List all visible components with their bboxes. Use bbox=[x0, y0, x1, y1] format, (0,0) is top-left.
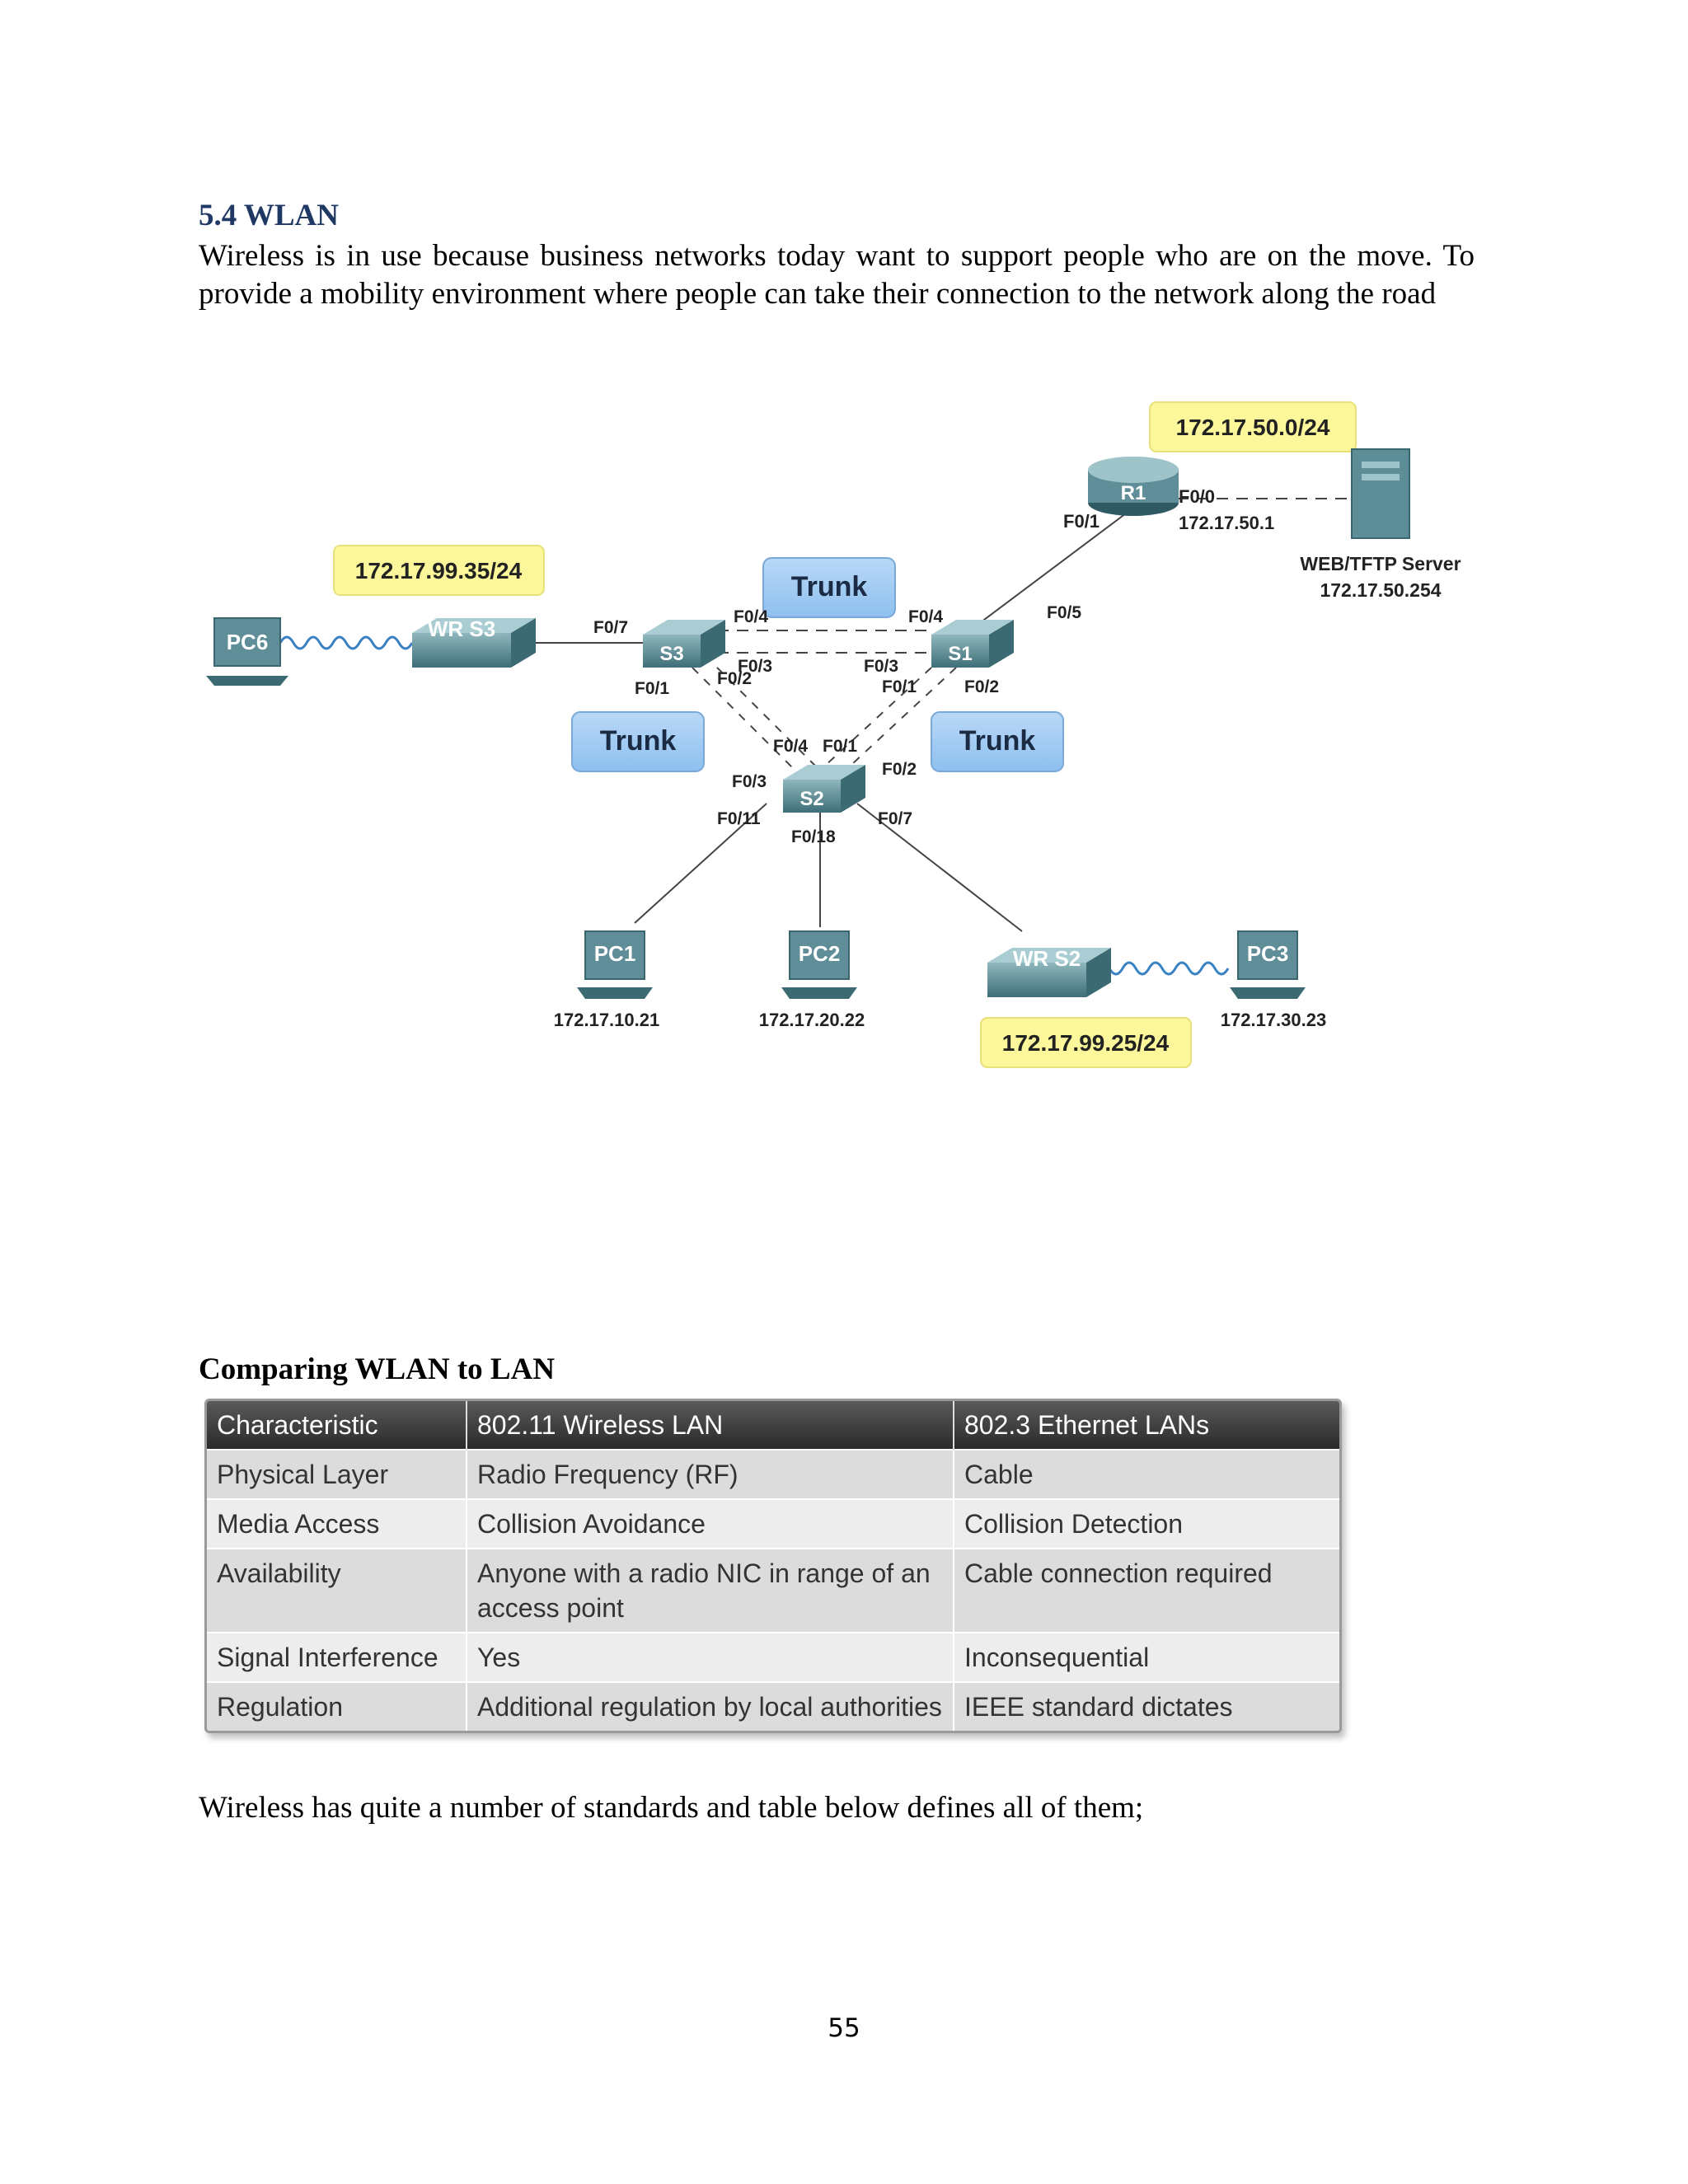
svg-text:172.17.99.25/24: 172.17.99.25/24 bbox=[1002, 1030, 1170, 1056]
column-header: Characteristic bbox=[207, 1401, 467, 1450]
table-row: Availability Anyone with a radio NIC in … bbox=[207, 1548, 1339, 1633]
table-cell: Inconsequential bbox=[954, 1632, 1339, 1682]
svg-text:R1: R1 bbox=[1121, 482, 1146, 504]
svg-text:PC1: PC1 bbox=[594, 941, 636, 966]
port-labels: F0/7 F0/4 F0/4 F0/5 F0/3 F0/2 F0/1 F0/3 … bbox=[593, 603, 1081, 846]
subnet-label-top: 172.17.50.0/24 bbox=[1149, 401, 1357, 452]
pc2-icon: PC2 bbox=[781, 930, 857, 999]
wireless-router-wrs2: WR S2 bbox=[987, 946, 1111, 997]
port-label: F0/4 bbox=[908, 607, 943, 626]
svg-text:S3: S3 bbox=[659, 643, 683, 665]
table-cell: IEEE standard dictates bbox=[954, 1681, 1339, 1731]
closing-paragraph: Wireless has quite a number of standards… bbox=[199, 1791, 1144, 1825]
comparison-heading: Comparing WLAN to LAN bbox=[199, 1352, 556, 1386]
port-label: F0/5 bbox=[1047, 603, 1081, 622]
trunk-label-top: Trunk bbox=[762, 557, 896, 618]
table-cell: Physical Layer bbox=[207, 1449, 467, 1499]
pc6-icon: PC6 bbox=[206, 617, 288, 686]
table-row: Media Access Collision Avoidance Collisi… bbox=[207, 1498, 1339, 1549]
wireless-link-pc6 bbox=[279, 635, 414, 650]
table-cell: Anyone with a radio NIC in range of an a… bbox=[467, 1548, 954, 1633]
svg-text:PC2: PC2 bbox=[799, 941, 841, 966]
table-cell: Yes bbox=[467, 1632, 954, 1682]
router-r1: R1 bbox=[1088, 457, 1179, 516]
table-cell: Signal Interference bbox=[207, 1632, 467, 1682]
wireless-router-wrs3: WR S3 bbox=[412, 616, 536, 668]
port-label: F0/4 bbox=[773, 737, 808, 756]
table-cell: Additional regulation by local authoriti… bbox=[467, 1681, 954, 1731]
page-number: 55 bbox=[828, 2013, 860, 2043]
port-label: F0/2 bbox=[882, 760, 917, 779]
port-label: F0/3 bbox=[732, 772, 767, 791]
pc3-ip: 172.17.30.23 bbox=[1221, 1010, 1326, 1030]
subnet-label-bottom: 172.17.99.25/24 bbox=[980, 1017, 1192, 1068]
server-ip: 172.17.50.254 bbox=[1320, 579, 1441, 601]
svg-text:PC6: PC6 bbox=[227, 630, 269, 654]
svg-text:S1: S1 bbox=[948, 643, 972, 665]
table-header-row: Characteristic 802.11 Wireless LAN 802.3… bbox=[207, 1401, 1339, 1450]
switch-s2: S2 bbox=[783, 765, 865, 813]
wireless-link-pc3 bbox=[1095, 961, 1230, 976]
svg-text:172.17.99.35/24: 172.17.99.35/24 bbox=[355, 558, 523, 583]
table-cell: Collision Detection bbox=[954, 1498, 1339, 1549]
svg-text:Trunk: Trunk bbox=[600, 725, 677, 757]
port-label: F0/2 bbox=[717, 669, 752, 688]
pc2-ip: 172.17.20.22 bbox=[759, 1010, 865, 1030]
column-header: 802.3 Ethernet LANs bbox=[954, 1401, 1339, 1450]
router-ip: 172.17.50.1 bbox=[1179, 513, 1274, 533]
port-label: F0/1 bbox=[882, 677, 917, 696]
svg-text:S2: S2 bbox=[799, 788, 823, 810]
svg-text:WR S3: WR S3 bbox=[428, 616, 495, 641]
port-r1-f00: F0/0 bbox=[1179, 486, 1215, 507]
port-label: F0/18 bbox=[791, 827, 836, 846]
network-topology-diagram: 172.17.50.0/24 172.17.99.35/24 172.17.99… bbox=[206, 401, 1461, 1068]
port-r1-f01: F0/1 bbox=[1063, 511, 1100, 532]
server-name: WEB/TFTP Server bbox=[1300, 553, 1461, 574]
port-label: F0/1 bbox=[635, 679, 669, 698]
svg-text:172.17.50.0/24: 172.17.50.0/24 bbox=[1176, 415, 1330, 440]
port-label: F0/3 bbox=[864, 657, 898, 676]
svg-text:Trunk: Trunk bbox=[791, 571, 868, 602]
table-cell: Regulation bbox=[207, 1681, 467, 1731]
column-header: 802.11 Wireless LAN bbox=[467, 1401, 954, 1450]
port-label: F0/4 bbox=[734, 607, 768, 626]
subnet-label-left: 172.17.99.35/24 bbox=[333, 545, 545, 596]
port-label: F0/2 bbox=[964, 677, 999, 696]
table-row: Physical Layer Radio Frequency (RF) Cabl… bbox=[207, 1449, 1339, 1499]
trunk-label-right: Trunk bbox=[931, 711, 1064, 772]
server-icon bbox=[1351, 448, 1410, 539]
network-links bbox=[519, 498, 1352, 932]
trunk-label-left: Trunk bbox=[571, 711, 705, 772]
svg-text:PC3: PC3 bbox=[1247, 941, 1289, 966]
table-row: Regulation Additional regulation by loca… bbox=[207, 1681, 1339, 1731]
svg-text:WR S2: WR S2 bbox=[1013, 946, 1081, 971]
port-label: F0/1 bbox=[823, 737, 857, 756]
pc1-icon: PC1 bbox=[577, 930, 653, 999]
pc1-ip: 172.17.10.21 bbox=[554, 1010, 659, 1030]
table-cell: Availability bbox=[207, 1548, 467, 1633]
intro-paragraph: Wireless is in use because business netw… bbox=[199, 239, 1475, 311]
table-row: Signal Interference Yes Inconsequential bbox=[207, 1632, 1339, 1682]
page-heading: 5.4 WLAN bbox=[199, 199, 339, 232]
port-label: F0/11 bbox=[717, 809, 761, 828]
table-cell: Cable connection required bbox=[954, 1548, 1339, 1633]
pc3-icon: PC3 bbox=[1230, 930, 1306, 999]
table-cell: Collision Avoidance bbox=[467, 1498, 954, 1549]
comparison-table: Characteristic 802.11 Wireless LAN 802.3… bbox=[204, 1399, 1342, 1733]
table-cell: Radio Frequency (RF) bbox=[467, 1449, 954, 1499]
table-cell: Cable bbox=[954, 1449, 1339, 1499]
port-label: F0/7 bbox=[593, 618, 628, 637]
svg-text:Trunk: Trunk bbox=[959, 725, 1036, 757]
switch-s3: S3 bbox=[643, 620, 725, 668]
port-label: F0/7 bbox=[878, 809, 912, 828]
port-label: F0/3 bbox=[738, 657, 772, 676]
switch-s1: S1 bbox=[931, 620, 1014, 668]
table-cell: Media Access bbox=[207, 1498, 467, 1549]
